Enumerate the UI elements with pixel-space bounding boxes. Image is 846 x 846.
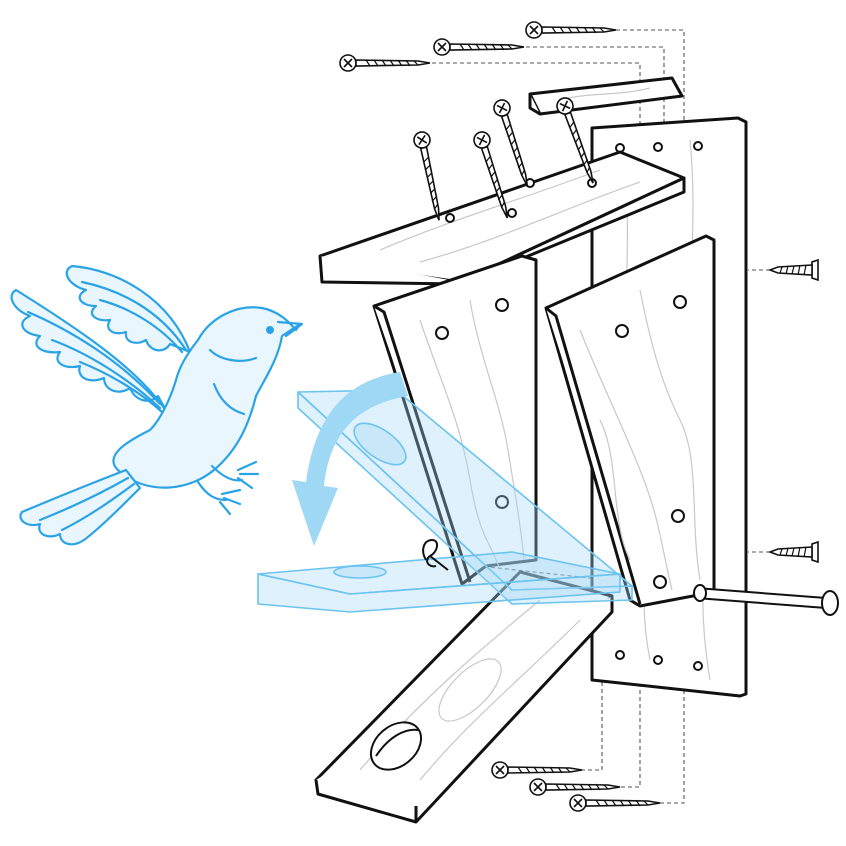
screw-icon — [339, 54, 431, 72]
hinge-pin — [422, 538, 449, 571]
screw-icon — [529, 778, 621, 796]
bird-icon — [10, 264, 304, 546]
top-screws — [339, 21, 617, 72]
screw-icon — [433, 38, 525, 56]
screw-icon — [525, 21, 617, 39]
floor-board-ghost-upper — [297, 389, 633, 605]
bottom-screws — [491, 761, 661, 812]
screw-icon — [569, 794, 661, 812]
floor-board-ghost-lower — [257, 551, 621, 613]
rotate-arrow-icon — [292, 372, 408, 546]
side-screws — [769, 259, 819, 563]
front-board — [314, 570, 614, 824]
screw-icon — [491, 761, 583, 779]
roof-cap — [528, 76, 684, 116]
pivot-dowel — [693, 584, 839, 616]
